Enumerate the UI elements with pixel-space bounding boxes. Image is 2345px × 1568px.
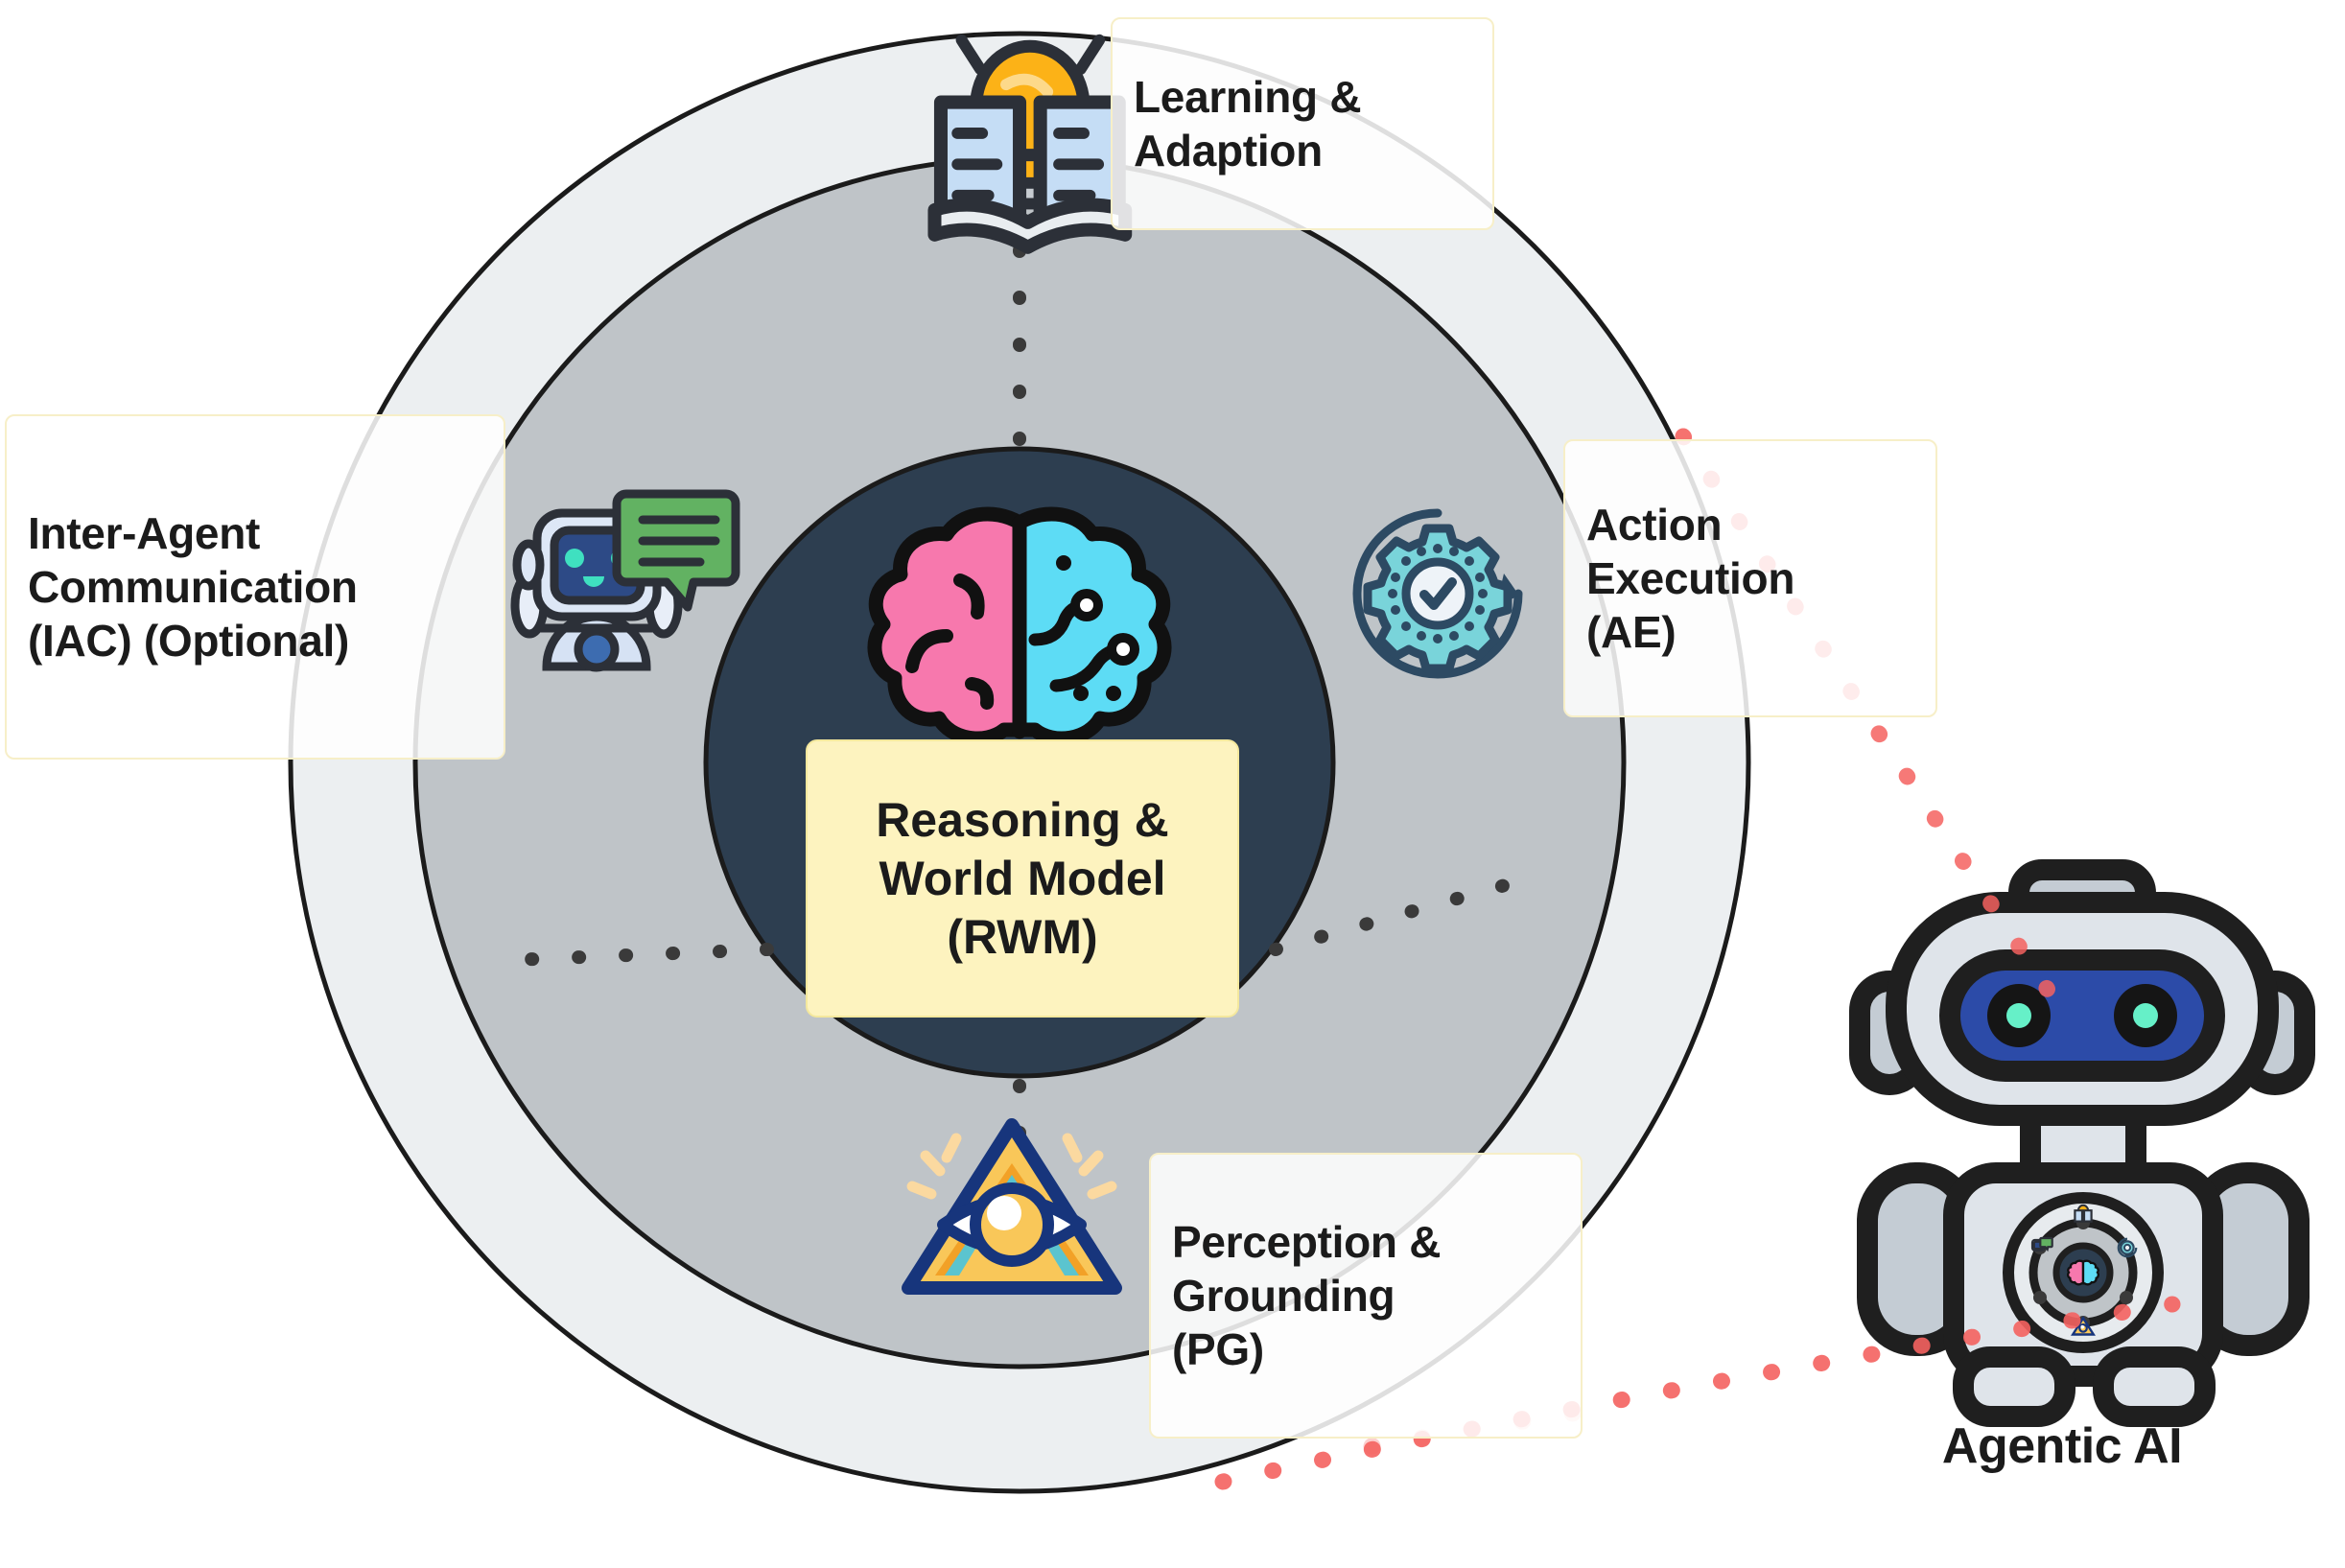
callout-line-lower — [1214, 1296, 2181, 1490]
label-rwm-line-1: Reasoning & — [876, 792, 1169, 847]
label-ae-line-3: (AE) — [1586, 607, 1677, 658]
label-learning-adaption: Learning & Adaption — [1111, 17, 1494, 230]
label-pg-line-2: Grounding — [1172, 1270, 1395, 1321]
connector-action-execution — [1269, 876, 1522, 956]
connector-inter-agent-communication — [482, 943, 774, 968]
label-learning-adaption-line-2: Adaption — [1134, 126, 1323, 176]
mini-architecture-wheel-icon — [2003, 1192, 2164, 1353]
label-action-execution: Action Execution (AE) — [1563, 439, 1937, 717]
robot-icon — [1849, 859, 2315, 1427]
label-iac-line-3: (IAC) (Optional) — [28, 616, 350, 667]
label-ae-line-1: Action — [1586, 499, 1723, 550]
label-learning-adaption-line-1: Learning & — [1134, 71, 1362, 122]
label-inter-agent-communication: Inter-Agent Communication (IAC) (Optiona… — [5, 414, 505, 760]
label-ae-line-2: Execution — [1586, 552, 1795, 603]
label-rwm-line-2: World Model — [879, 851, 1166, 905]
label-pg-line-1: Perception & — [1172, 1216, 1442, 1267]
label-rwm-line-3: (RWM) — [947, 909, 1098, 964]
label-iac-line-1: Inter-Agent — [28, 507, 261, 558]
pyramid-eye-icon — [902, 1118, 1122, 1295]
label-reasoning-world-model: Reasoning & World Model (RWM) — [806, 739, 1239, 1018]
label-iac-line-2: Communication — [28, 561, 358, 612]
label-perception-grounding: Perception & Grounding (PG) — [1149, 1153, 1583, 1439]
gear-check-cycle-icon — [1352, 508, 1523, 679]
agentic-ai-caption: Agentic AI — [1941, 1418, 2183, 1474]
label-pg-line-3: (PG) — [1172, 1324, 1264, 1375]
chatbot-speech-bubble-icon — [510, 489, 740, 672]
brain-icon — [867, 506, 1172, 746]
book-lightbulb-icon — [927, 34, 1133, 254]
callout-line-upper — [1675, 428, 2080, 1035]
